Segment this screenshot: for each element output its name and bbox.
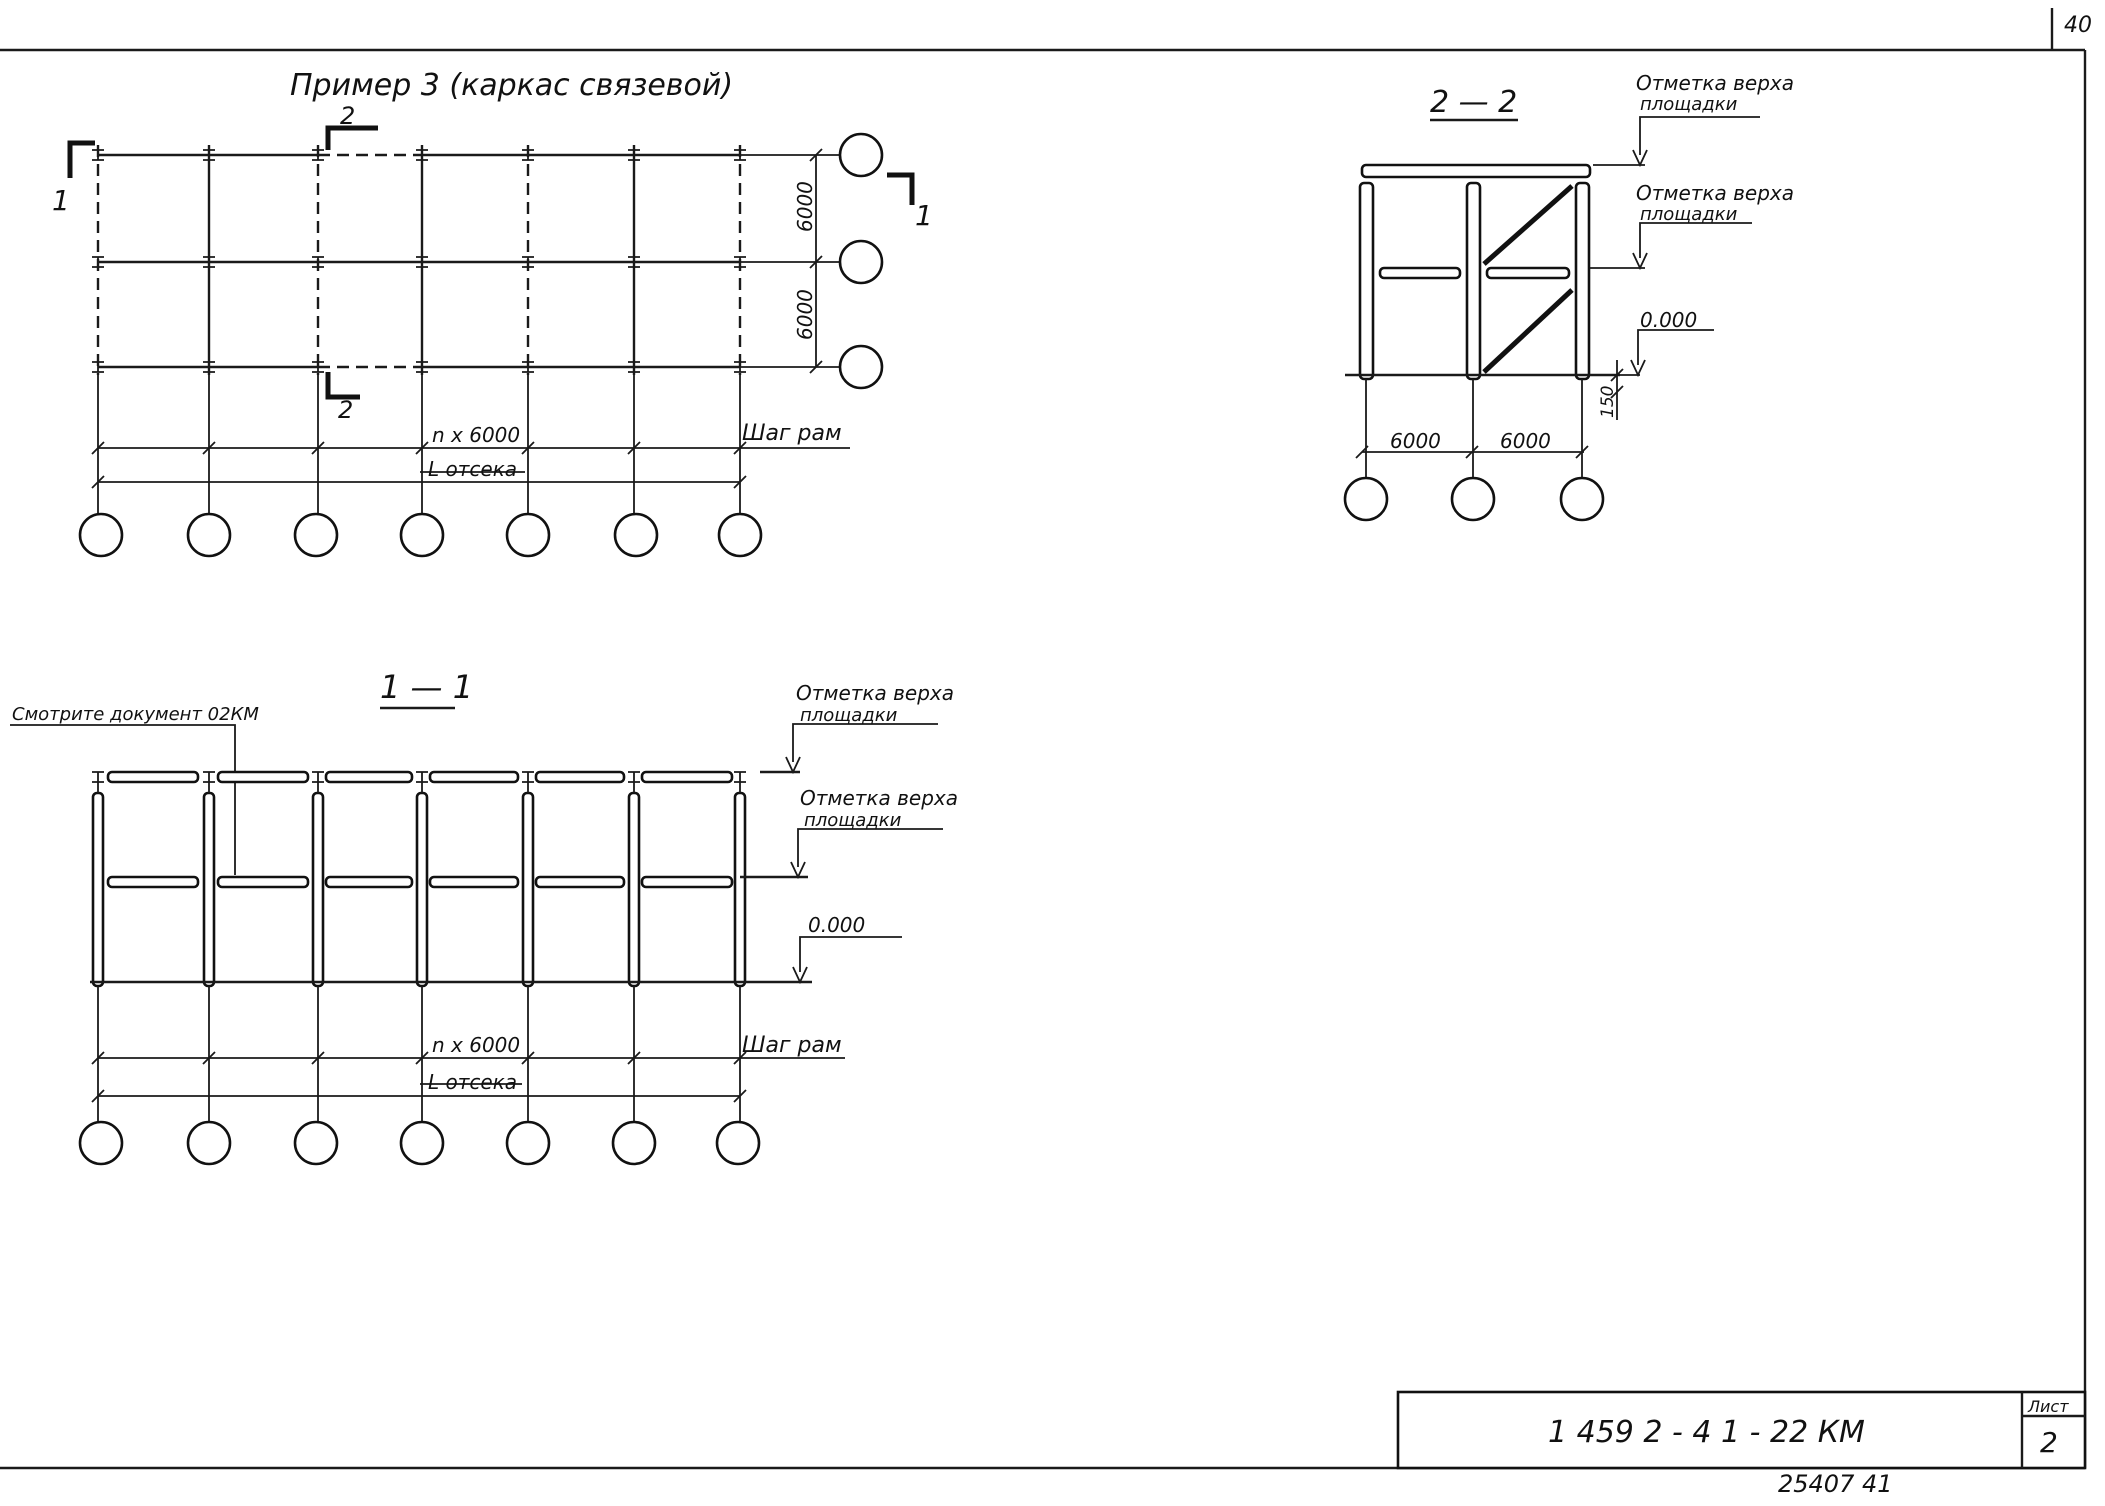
plan-dim-step: Шаг рам	[742, 421, 842, 446]
corner-number: 40	[2064, 13, 2092, 38]
section-1-1-level-mid-line2: площадки	[804, 810, 902, 831]
section-1-1-view	[78, 723, 943, 1166]
plan-dim-bay-2: 6000	[793, 289, 817, 340]
section-1-1-level-mid-line1: Отметка верха	[800, 786, 958, 810]
plan-dim-span: n x 6000	[432, 423, 520, 447]
sheet-label: Лист	[2027, 1397, 2069, 1416]
section-2-2-level-mid-line1: Отметка верха	[1636, 181, 1794, 205]
section-2-2-dim-bay-1: 6000	[1390, 429, 1441, 453]
drawing-frame	[0, 8, 2087, 1470]
section-1-1-level-top-line1: Отметка верха	[796, 681, 954, 705]
plan-section-mark-2-top: 2	[340, 102, 355, 130]
section-2-2-dim-bay-2: 6000	[1500, 429, 1551, 453]
plan-section-mark-1-right: 1	[915, 199, 933, 232]
plan-dim-total: L отсека	[428, 457, 517, 481]
section-2-2-level-mid-line2: площадки	[1640, 204, 1738, 225]
section-2-2-title: 2 — 2	[1430, 85, 1517, 120]
stamp-code: 1 459 2 - 4 1 - 22 КМ	[1548, 1415, 1865, 1450]
section-1-1-level-top-line2: площадки	[800, 705, 898, 726]
section-1-1-dim-span: n x 6000	[432, 1033, 520, 1057]
title-block	[1396, 1390, 2087, 1470]
drawing-title: Пример 3 (каркас связевой)	[290, 68, 733, 103]
sheet-number: 2	[2040, 1426, 2058, 1459]
section-2-2-view	[1343, 116, 1760, 522]
section-2-2-level-top-line1: Отметка верха	[1636, 71, 1794, 95]
section-1-1-title: 1 — 1	[380, 668, 473, 706]
plan-view	[67, 125, 915, 558]
section-1-1-note: Смотрите документ 02КМ	[12, 704, 259, 725]
section-2-2-dim-150: 150	[1598, 386, 1618, 418]
section-1-1-level-zero: 0.000	[808, 913, 865, 937]
section-1-1-dim-total: L отсека	[428, 1070, 517, 1094]
plan-section-mark-2-bottom: 2	[338, 396, 353, 424]
plan-dim-bay-1: 6000	[793, 181, 817, 232]
plan-section-mark-1-left: 1	[52, 184, 70, 217]
footer-number: 25407 41	[1778, 1470, 1893, 1498]
section-2-2-level-top-line2: площадки	[1640, 94, 1738, 115]
section-2-2-level-zero: 0.000	[1640, 308, 1697, 332]
section-1-1-dim-step: Шаг рам	[742, 1033, 842, 1058]
